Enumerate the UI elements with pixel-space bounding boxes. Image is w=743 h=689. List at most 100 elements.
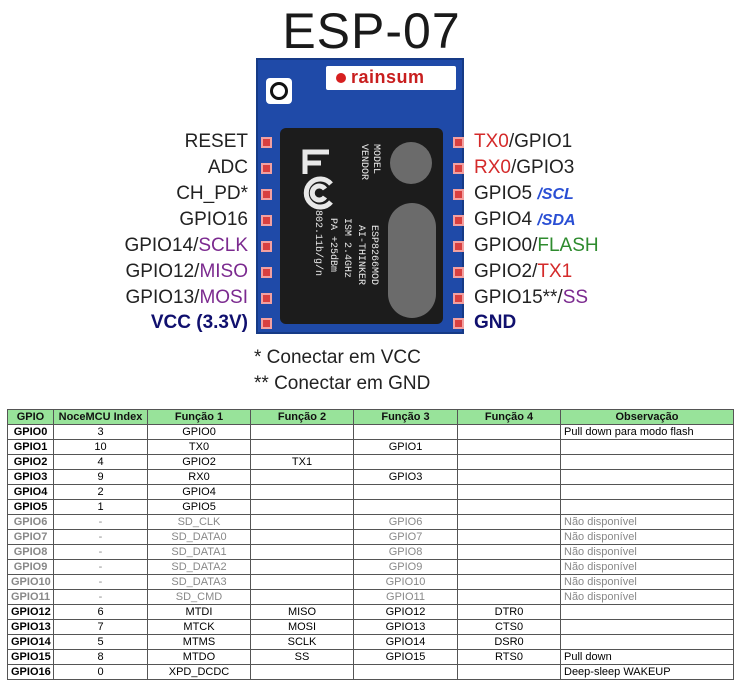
- table-cell: [250, 544, 354, 560]
- pin-label-adc: ADC: [207, 157, 248, 178]
- module-text-5: 802.11b/g/n: [312, 210, 323, 277]
- pin-label-gpio14: GPIO14/SCLK: [124, 235, 248, 256]
- table-cell: MTCK: [147, 619, 251, 635]
- table-cell: [250, 529, 354, 545]
- table-cell: [457, 589, 561, 605]
- table-cell: GPIO2: [7, 454, 54, 470]
- table-cell: GPIO1: [353, 439, 458, 455]
- table-cell: GPIO14: [7, 634, 54, 650]
- col-header: Função 2: [250, 409, 354, 425]
- table-cell: [353, 499, 458, 515]
- pin-pad: [261, 241, 272, 252]
- table-cell: GPIO10: [353, 574, 458, 590]
- table-cell: [560, 634, 734, 650]
- table-cell: GPIO12: [353, 604, 458, 620]
- table-cell: GPIO6: [7, 514, 54, 530]
- pin-pad: [261, 189, 272, 200]
- pin-label-ch-pd: CH_PD*: [176, 183, 248, 204]
- table-header-row: GPIO NoceMCU Index Função 1 Função 2 Fun…: [7, 409, 734, 425]
- table-cell: -: [53, 559, 148, 575]
- pin-label-tx0: TX0/GPIO1: [474, 131, 573, 152]
- table-cell: [250, 559, 354, 575]
- pin-pad: [453, 318, 464, 329]
- table-cell: Deep-sleep WAKEUP: [560, 664, 734, 680]
- table-cell: MISO: [250, 604, 354, 620]
- table-cell: [560, 454, 734, 470]
- table-cell: [457, 529, 561, 545]
- table-cell: 3: [53, 424, 148, 440]
- table-cell: GPIO11: [353, 589, 458, 605]
- table-cell: GPIO13: [353, 619, 458, 635]
- table-cell: Não disponível: [560, 559, 734, 575]
- pin-pad: [261, 293, 272, 304]
- note-gnd: ** Conectar em GND: [254, 373, 431, 394]
- table-cell: [250, 589, 354, 605]
- table-cell: 10: [53, 439, 148, 455]
- pin-pad: [453, 137, 464, 148]
- pin-pad: [453, 189, 464, 200]
- table-cell: GPIO14: [353, 634, 458, 650]
- table-cell: [353, 424, 458, 440]
- table-cell: SD_DATA3: [147, 574, 251, 590]
- table-cell: GPIO4: [147, 484, 251, 500]
- table-cell: GPIO13: [7, 619, 54, 635]
- table-cell: XPD_DCDC: [147, 664, 251, 680]
- pin-pad: [261, 215, 272, 226]
- table-cell: [560, 604, 734, 620]
- table-cell: [457, 574, 561, 590]
- table-cell: GPIO5: [7, 499, 54, 515]
- pin-label-gpio13: GPIO13/MOSI: [125, 287, 248, 308]
- module-text-3: ISM 2.4GHz: [341, 218, 352, 279]
- table-cell: [457, 484, 561, 500]
- table-cell: [250, 499, 354, 515]
- diagram-title: ESP-07: [282, 3, 461, 59]
- table-cell: [457, 424, 561, 440]
- table-cell: MOSI: [250, 619, 354, 635]
- brand-dot-icon: [336, 73, 346, 83]
- pin-label-gpio4: GPIO4 /SDA: [474, 209, 576, 230]
- pin-label-gpio15: GPIO15**/SS: [474, 287, 589, 308]
- table-cell: -: [53, 574, 148, 590]
- table-cell: 9: [53, 469, 148, 485]
- table-cell: MTMS: [147, 634, 251, 650]
- table-cell: GPIO9: [353, 559, 458, 575]
- table-cell: [250, 664, 354, 680]
- pin-label-gpio2: GPIO2/TX1: [474, 261, 573, 282]
- col-header: NoceMCU Index: [53, 409, 148, 425]
- table-cell: [353, 454, 458, 470]
- table-cell: [457, 559, 561, 575]
- table-cell: Pull down: [560, 649, 734, 665]
- table-cell: [250, 514, 354, 530]
- table-cell: SCLK: [250, 634, 354, 650]
- shield-circle-mark: [390, 142, 432, 184]
- table-cell: 1: [53, 499, 148, 515]
- table-cell: [560, 439, 734, 455]
- pin-label-vcc: VCC (3.3V): [150, 312, 248, 333]
- table-cell: 7: [53, 619, 148, 635]
- table-cell: 2: [53, 484, 148, 500]
- table-cell: DTR0: [457, 604, 561, 620]
- pin-pad: [261, 163, 272, 174]
- table-cell: [250, 574, 354, 590]
- table-cell: -: [53, 544, 148, 560]
- table-cell: GPIO1: [7, 439, 54, 455]
- table-cell: GPIO9: [7, 559, 54, 575]
- table-cell: [560, 469, 734, 485]
- pin-label-gpio12: GPIO12/MISO: [125, 261, 248, 282]
- fcc-logo-icon: [302, 149, 333, 210]
- table-cell: [457, 499, 561, 515]
- table-cell: GPIO3: [7, 469, 54, 485]
- table-cell: -: [53, 514, 148, 530]
- table-cell: CTS0: [457, 619, 561, 635]
- table-cell: GPIO11: [7, 589, 54, 605]
- table-cell: Não disponível: [560, 589, 734, 605]
- pin-pad: [261, 137, 272, 148]
- col-header: Função 3: [353, 409, 458, 425]
